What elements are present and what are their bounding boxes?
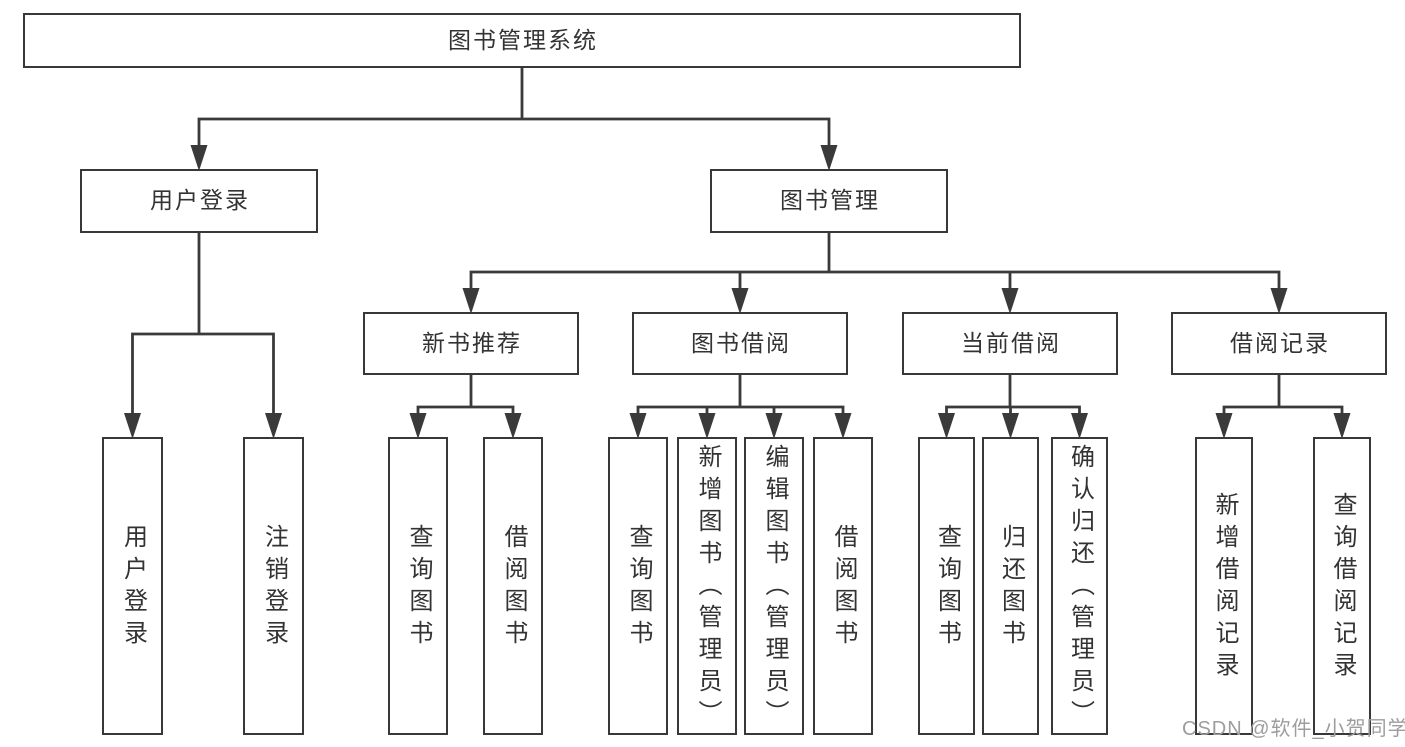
node-label-bb-borrow: 借阅图书 — [830, 524, 857, 652]
node-label-cb-query: 查询图书 — [933, 524, 961, 652]
node-cb-confirm: 确认归还（管理员） — [1051, 437, 1108, 735]
node-cb-query: 查询图书 — [918, 437, 975, 735]
arrowhead-user-login — [190, 145, 208, 171]
watermark: CSDN @软件_小贺同学 — [1182, 718, 1405, 740]
node-label-bb-add: 新增图书（管理员） — [694, 444, 721, 732]
edge-user-login — [131, 231, 275, 421]
node-new-book-rec: 新书推荐 — [363, 312, 579, 375]
arrowhead-br-query — [1333, 413, 1351, 439]
node-label-book-borrow: 图书借阅 — [691, 329, 791, 356]
node-label-cb-confirm: 确认归还（管理员） — [1066, 444, 1094, 732]
node-br-query: 查询借阅记录 — [1313, 437, 1371, 735]
arrowhead-bb-edit — [765, 413, 783, 439]
node-rec-query: 查询图书 — [388, 437, 448, 735]
node-label-rec-borrow: 借阅图书 — [500, 524, 527, 652]
node-user-login: 用户登录 — [80, 169, 318, 233]
node-label-br-add: 新增借阅记录 — [1211, 492, 1238, 684]
arrowhead-cb-query — [938, 413, 955, 439]
arrowhead-cb-confirm — [1071, 413, 1088, 439]
arrowhead-cb-return — [1002, 413, 1019, 439]
edge-root — [197, 66, 831, 153]
arrowhead-bb-add — [698, 413, 716, 439]
node-label-book-mgmt: 图书管理 — [780, 187, 880, 214]
node-label-login-action: 用户登录 — [119, 524, 147, 652]
node-label-rec-query: 查询图书 — [405, 524, 432, 652]
arrowhead-logout-action — [265, 413, 282, 439]
edge-borrow-record — [1222, 373, 1344, 421]
node-label-new-book-rec: 新书推荐 — [422, 329, 522, 356]
node-bb-query: 查询图书 — [608, 437, 668, 735]
node-bb-edit: 编辑图书（管理员） — [744, 437, 804, 735]
node-bb-borrow: 借阅图书 — [813, 437, 873, 735]
node-book-borrow: 图书借阅 — [632, 312, 848, 375]
edge-book-borrow — [636, 373, 845, 421]
arrowhead-bb-query — [629, 413, 647, 439]
arrowhead-bb-borrow — [834, 413, 852, 439]
arrowhead-new-book-rec — [462, 288, 480, 314]
arrowhead-book-mgmt — [820, 145, 838, 171]
node-rec-borrow: 借阅图书 — [483, 437, 543, 735]
node-label-borrow-record: 借阅记录 — [1230, 329, 1330, 356]
arrowhead-current-borrow — [1001, 288, 1019, 314]
arrowhead-rec-query — [409, 413, 427, 439]
edge-book-mgmt — [469, 231, 1281, 296]
node-book-mgmt: 图书管理 — [710, 169, 948, 233]
arrowhead-rec-borrow — [504, 413, 522, 439]
edge-new-book-rec — [416, 373, 515, 421]
node-label-bb-edit: 编辑图书（管理员） — [761, 444, 788, 732]
arrowhead-borrow-record — [1270, 288, 1288, 314]
node-logout-action: 注销登录 — [243, 437, 304, 735]
node-label-br-query: 查询借阅记录 — [1329, 492, 1356, 684]
node-cb-return: 归还图书 — [982, 437, 1039, 735]
arrowhead-book-borrow — [731, 288, 749, 314]
node-label-bb-query: 查询图书 — [625, 524, 652, 652]
node-bb-add: 新增图书（管理员） — [677, 437, 737, 735]
edge-current-borrow — [945, 373, 1081, 421]
arrowhead-br-add — [1215, 413, 1233, 439]
node-label-user-login: 用户登录 — [150, 187, 250, 214]
node-login-action: 用户登录 — [102, 437, 163, 735]
node-br-add: 新增借阅记录 — [1195, 437, 1253, 735]
node-root: 图书管理系统 — [23, 13, 1021, 68]
node-label-logout-action: 注销登录 — [260, 524, 288, 652]
node-borrow-record: 借阅记录 — [1171, 312, 1387, 375]
node-label-root: 图书管理系统 — [448, 26, 598, 53]
node-label-current-borrow: 当前借阅 — [961, 329, 1061, 356]
node-label-cb-return: 归还图书 — [997, 524, 1025, 652]
arrowhead-login-action — [124, 413, 141, 439]
node-current-borrow: 当前借阅 — [902, 312, 1118, 375]
